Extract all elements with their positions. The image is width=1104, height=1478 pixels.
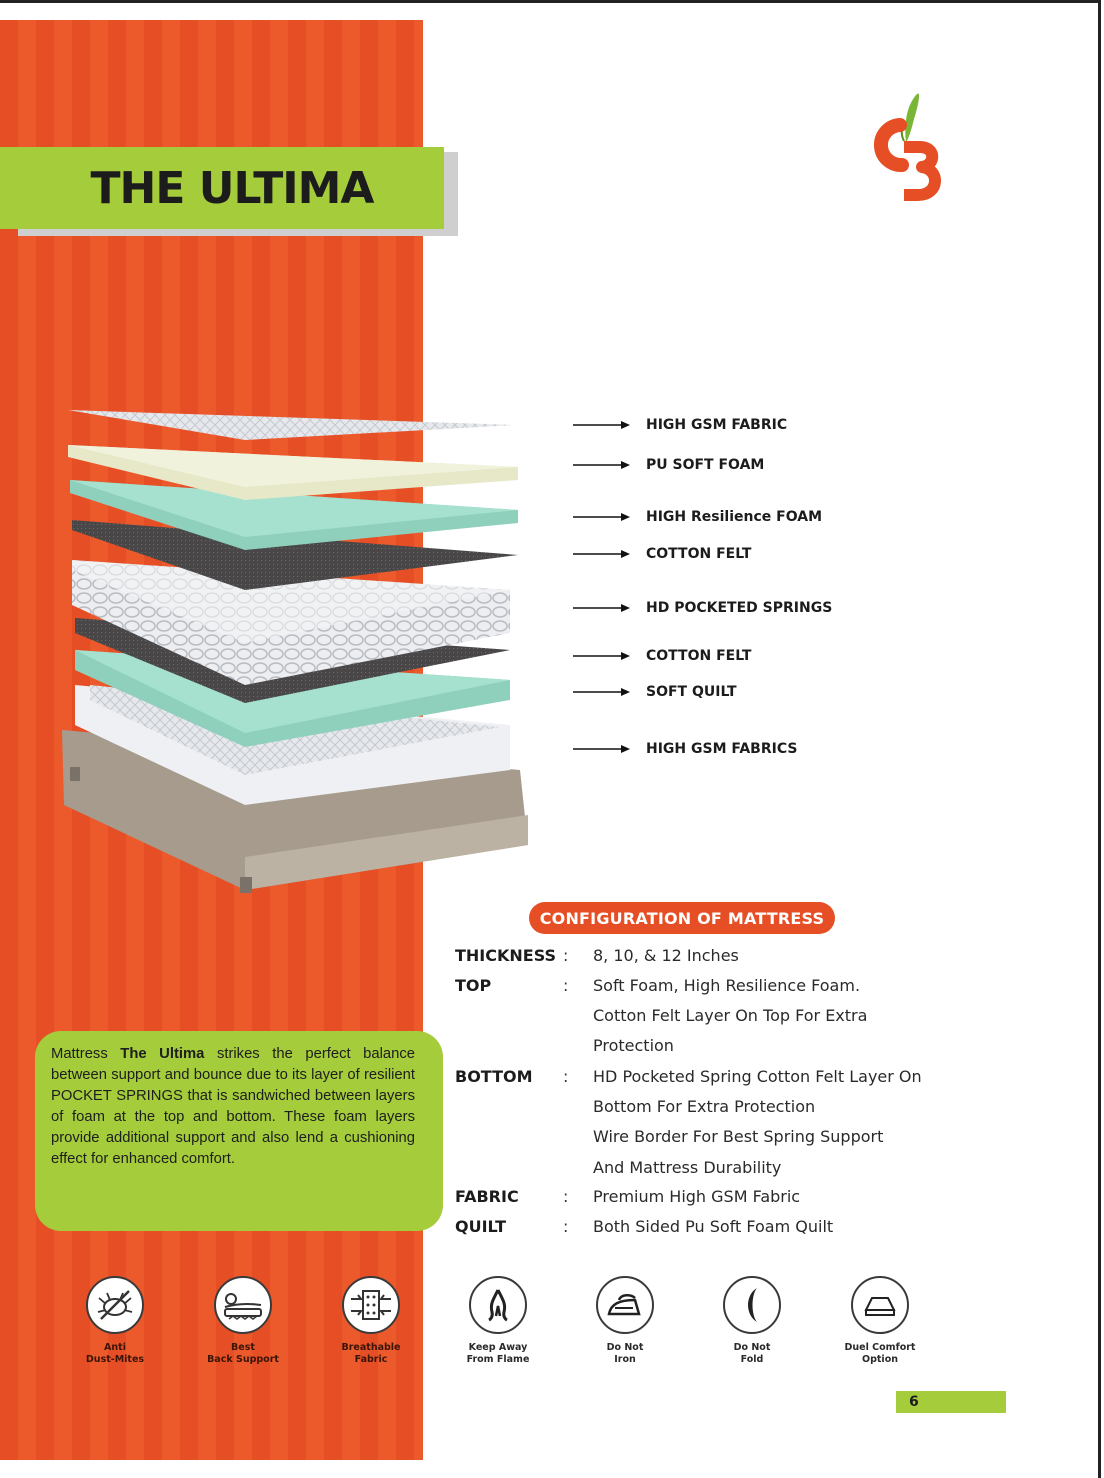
- layer-label: PU SOFT FOAM: [646, 457, 765, 473]
- layer-callout: HIGH GSM FABRICS: [573, 739, 797, 759]
- arrow-right-icon: [573, 604, 630, 612]
- arrow-right-icon: [573, 421, 630, 429]
- layer-callout: COTTON FELT: [573, 544, 751, 564]
- feature-anti-dust-mites: Anti Dust-Mites: [55, 1276, 175, 1366]
- title-band: THE ULTIMA: [0, 147, 444, 229]
- spec-value: Protection: [593, 1036, 674, 1056]
- feature-label: Anti Dust-Mites: [85, 1342, 145, 1365]
- spec-label: FABRIC: [455, 1187, 519, 1206]
- spec-row-bottom: BOTTOM : HD Pocketed Spring Cotton Felt …: [455, 1062, 1015, 1183]
- arrow-right-icon: [573, 461, 630, 469]
- spec-value: 8, 10, & 12 Inches: [593, 946, 739, 965]
- layer-label: HIGH GSM FABRIC: [646, 417, 788, 433]
- description-body: strikes the perfect balance between supp…: [51, 1046, 416, 1167]
- spec-value: Bottom For Extra Protection: [593, 1097, 816, 1117]
- feature-label: Best Back Support: [207, 1342, 279, 1365]
- spec-row-thickness: THICKNESS : 8, 10, & 12 Inches: [455, 941, 1015, 971]
- feature-do-not-iron: Do Not Iron: [565, 1276, 685, 1366]
- spec-label: TOP: [455, 976, 492, 995]
- arrow-right-icon: [573, 652, 630, 660]
- layer-callout: HIGH Resilience FOAM: [573, 507, 822, 527]
- spec-value: Both Sided Pu Soft Foam Quilt: [593, 1217, 834, 1236]
- description-text: Mattress The Ultima strikes the perfect …: [51, 1044, 415, 1170]
- mattress-layers-illustration: [62, 410, 528, 893]
- flame-icon: [469, 1276, 527, 1334]
- page-title: THE ULTIMA: [90, 162, 375, 214]
- layer-label: HD POCKETED SPRINGS: [646, 600, 833, 616]
- spec-colon: :: [563, 1217, 569, 1236]
- spec-colon: :: [563, 1187, 569, 1206]
- description-prefix: Mattress: [51, 1046, 121, 1062]
- back-support-icon: [214, 1276, 272, 1334]
- spec-value: Wire Border For Best Spring Support: [593, 1127, 884, 1147]
- spec-colon: :: [563, 976, 569, 995]
- spec-value: HD Pocketed Spring Cotton Felt Layer On: [593, 1067, 922, 1086]
- layer-label: HIGH Resilience FOAM: [646, 509, 822, 525]
- page-number: 6: [909, 1394, 919, 1410]
- dual-comfort-icon: [851, 1276, 909, 1334]
- page-border-right: [1098, 0, 1101, 1478]
- arrow-right-icon: [573, 550, 630, 558]
- configuration-heading: CONFIGURATION OF MATTRESS: [529, 902, 835, 934]
- spec-label: QUILT: [455, 1217, 507, 1236]
- layer-callout: HD POCKETED SPRINGS: [573, 598, 832, 618]
- feature-label: Duel Comfort Option: [844, 1342, 916, 1365]
- arrow-right-icon: [573, 688, 630, 696]
- cb-leaf-logo-icon: [874, 93, 941, 201]
- spec-label: BOTTOM: [455, 1067, 533, 1086]
- layer-label: HIGH GSM FABRICS: [646, 741, 798, 757]
- spec-value: And Mattress Durability: [593, 1157, 782, 1177]
- layer-callout: PU SOFT FOAM: [573, 455, 764, 475]
- feature-label: Breathable Fabric: [341, 1342, 401, 1365]
- layer-label: COTTON FELT: [646, 546, 752, 562]
- layer-label: COTTON FELT: [646, 648, 752, 664]
- page-number-tab: 6: [896, 1391, 1006, 1413]
- feature-label: Do Not Fold: [733, 1342, 771, 1365]
- spec-row-fabric: FABRIC : Premium High GSM Fabric: [455, 1182, 1015, 1212]
- spec-label: THICKNESS: [455, 946, 557, 965]
- iron-icon: [596, 1276, 654, 1334]
- feature-label: Do Not Iron: [606, 1342, 644, 1365]
- feature-keep-away-from-flame: Keep Away From Flame: [438, 1276, 558, 1366]
- feature-breathable-fabric: Breathable Fabric: [311, 1276, 431, 1366]
- anti-dust-mites-icon: [86, 1276, 144, 1334]
- arrow-right-icon: [573, 513, 630, 521]
- feature-back-support: Best Back Support: [183, 1276, 303, 1366]
- arrow-right-icon: [573, 745, 630, 753]
- spec-value: Premium High GSM Fabric: [593, 1187, 801, 1206]
- spec-colon: :: [563, 1067, 569, 1086]
- layer-label: SOFT QUILT: [646, 684, 737, 700]
- spec-value: Soft Foam, High Resilience Foam.: [593, 976, 861, 995]
- description-box: Mattress The Ultima strikes the perfect …: [35, 1031, 443, 1231]
- spec-value: Cotton Felt Layer On Top For Extra: [593, 1006, 868, 1026]
- layer-callout: COTTON FELT: [573, 646, 751, 666]
- feature-do-not-fold: Do Not Fold: [692, 1276, 812, 1366]
- description-product-name: The Ultima: [120, 1046, 205, 1062]
- feature-dual-comfort-option: Duel Comfort Option: [820, 1276, 940, 1366]
- spec-row-quilt: QUILT : Both Sided Pu Soft Foam Quilt: [455, 1212, 1015, 1242]
- spec-row-top: TOP : Soft Foam, High Resilience Foam. C…: [455, 971, 1015, 1062]
- page-border-top: [0, 0, 1100, 3]
- breathable-fabric-icon: [342, 1276, 400, 1334]
- layer-callout: SOFT QUILT: [573, 682, 737, 702]
- layer-callout: HIGH GSM FABRIC: [573, 415, 787, 435]
- feature-label: Keep Away From Flame: [466, 1342, 530, 1365]
- spec-colon: :: [563, 946, 569, 965]
- fold-icon: [723, 1276, 781, 1334]
